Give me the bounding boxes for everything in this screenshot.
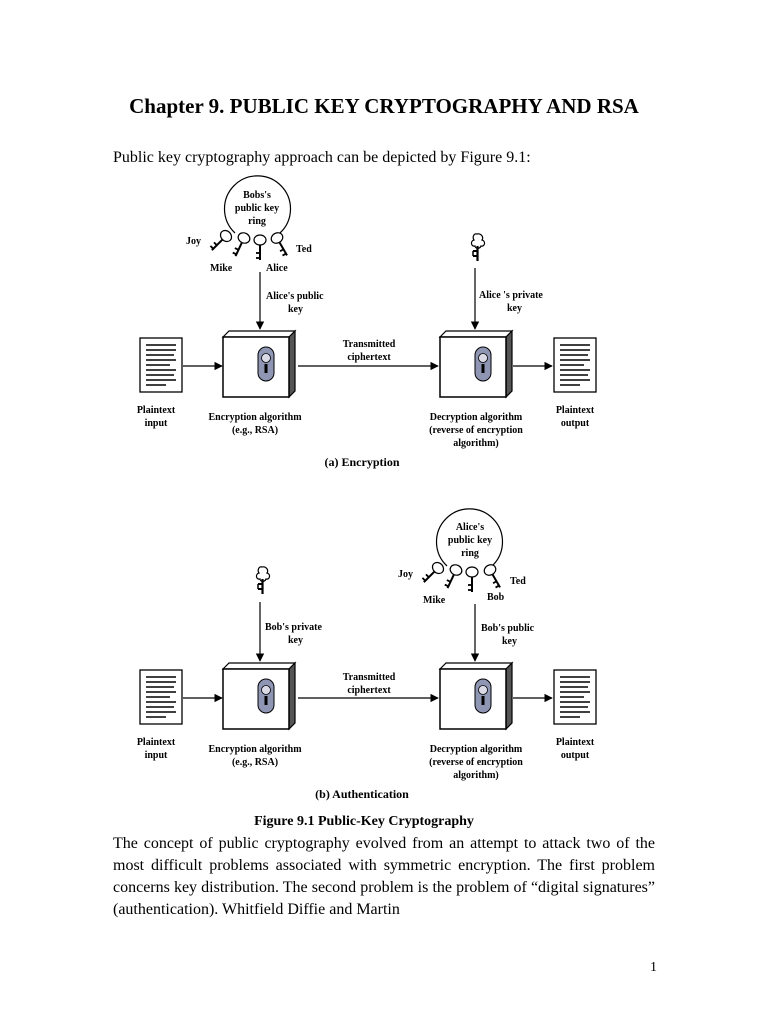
decryption-algorithm-box xyxy=(439,330,513,398)
panel-b-authentication: Alice's public key ring Joy Mike Bob Ted… xyxy=(137,508,597,801)
panel-a-encryption: Bobs's public key ring Joy Mike Alice Te… xyxy=(137,175,597,469)
dec-b-line3: algorithm) xyxy=(453,770,499,781)
ring-b-line1: Alice's xyxy=(456,522,484,533)
page-number: 1 xyxy=(650,960,657,975)
chapter-title: Chapter 9. PUBLIC KEY CRYPTOGRAPHY AND R… xyxy=(129,94,639,118)
key-label-joy: Joy xyxy=(186,236,201,247)
key-icon xyxy=(253,234,267,261)
decryption-algorithm-box xyxy=(439,662,513,730)
left-key-b-line1: Bob's private xyxy=(265,622,323,633)
encryption-algorithm-box xyxy=(222,662,296,730)
ring-b-line2: public key xyxy=(448,535,492,546)
plain-out-b-line2: output xyxy=(561,750,590,761)
transmitted-a-line2: ciphertext xyxy=(347,352,391,363)
left-key-a-line2: key xyxy=(288,304,303,315)
right-key-a-line1: Alice 's private xyxy=(479,290,543,301)
ring-a-line3: ring xyxy=(248,216,266,227)
key-label-bob: Bob xyxy=(487,592,505,603)
private-key-icon xyxy=(255,565,271,596)
plain-in-b-line2: input xyxy=(145,750,168,761)
figure-caption: Figure 9.1 Public-Key Cryptography xyxy=(254,814,474,829)
key-label-joy-b: Joy xyxy=(398,569,413,580)
dec-b-line1: Decryption algorithm xyxy=(430,744,523,755)
plain-out-a-line1: Plaintext xyxy=(556,405,595,416)
plain-in-a-line2: input xyxy=(145,418,168,429)
transmitted-b-line1: Transmitted xyxy=(343,672,396,683)
enc-b-line1: Encryption algorithm xyxy=(208,744,302,755)
right-key-b-line1: Bob's public xyxy=(481,623,535,634)
key-ring-a: Bobs's public key ring Joy Mike Alice Te… xyxy=(186,175,312,274)
ring-a-line2: public key xyxy=(235,203,279,214)
left-key-a-line1: Alice's public xyxy=(266,291,324,302)
ring-b-line3: ring xyxy=(461,548,479,559)
plaintext-input-icon xyxy=(139,337,183,393)
key-icon xyxy=(268,229,294,260)
key-icon xyxy=(465,566,479,593)
plain-in-b-line1: Plaintext xyxy=(137,737,176,748)
intro-paragraph: Public key cryptography approach can be … xyxy=(113,149,531,166)
key-icon xyxy=(441,561,465,592)
enc-a-line1: Encryption algorithm xyxy=(208,412,302,423)
key-icon xyxy=(206,227,235,256)
private-key-icon xyxy=(470,232,486,263)
plain-out-a-line2: output xyxy=(561,418,590,429)
key-label-ted: Ted xyxy=(296,244,312,255)
dec-a-line2: (reverse of encryption xyxy=(429,425,523,436)
right-key-b-line2: key xyxy=(502,636,517,647)
ring-a-line1: Bobs's xyxy=(243,190,271,201)
enc-b-line2: (e.g., RSA) xyxy=(232,757,278,768)
plaintext-output-icon xyxy=(553,669,597,725)
subcaption-b: (b) Authentication xyxy=(315,787,409,801)
key-icon xyxy=(481,561,507,592)
key-label-mike-b: Mike xyxy=(423,595,446,606)
plaintext-input-icon xyxy=(139,669,183,725)
key-ring-b: Alice's public key ring Joy Mike Bob Ted xyxy=(398,508,526,606)
key-icon xyxy=(229,229,253,260)
left-key-b-line2: key xyxy=(288,635,303,646)
right-key-a-line2: key xyxy=(507,303,522,314)
dec-b-line2: (reverse of encryption xyxy=(429,757,523,768)
plain-out-b-line1: Plaintext xyxy=(556,737,595,748)
key-label-alice: Alice xyxy=(266,263,288,274)
dec-a-line1: Decryption algorithm xyxy=(430,412,523,423)
plaintext-output-icon xyxy=(553,337,597,393)
encryption-algorithm-box xyxy=(222,330,296,398)
key-icon xyxy=(418,559,447,588)
body-paragraph: The concept of public cryptography evolv… xyxy=(113,835,655,918)
key-label-ted-b: Ted xyxy=(510,576,526,587)
enc-a-line2: (e.g., RSA) xyxy=(232,425,278,436)
plain-in-a-line1: Plaintext xyxy=(137,405,176,416)
transmitted-b-line2: ciphertext xyxy=(347,685,391,696)
key-label-mike: Mike xyxy=(210,263,233,274)
subcaption-a: (a) Encryption xyxy=(325,455,400,469)
transmitted-a-line1: Transmitted xyxy=(343,339,396,350)
dec-a-line3: algorithm) xyxy=(453,438,499,449)
